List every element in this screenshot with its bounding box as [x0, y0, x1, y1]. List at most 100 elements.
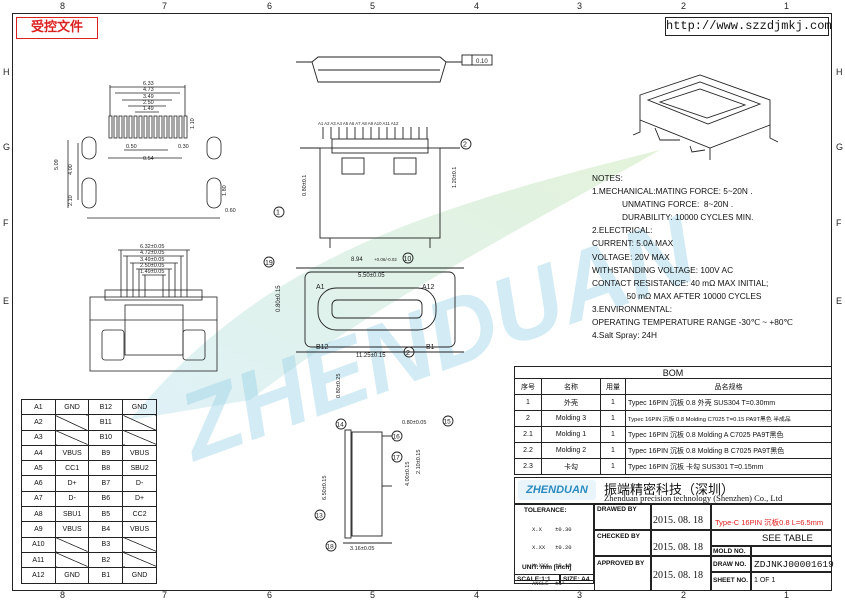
- balloon-10-label: 10: [404, 256, 412, 263]
- drawing-frame: [12, 13, 832, 591]
- pin-cell: D+: [122, 490, 157, 508]
- dim-4-72: 4.72±0.05: [140, 250, 164, 256]
- bom-cell: Typec 16PIN 沉板 0.8 外壳 SUS304 T=0.30mm: [625, 394, 832, 411]
- mating-face-view: [263, 252, 464, 358]
- pin-cell: B1: [88, 567, 124, 584]
- pin-cell: B2: [88, 551, 124, 569]
- notes-line: 2.ELECTRICAL:: [592, 225, 653, 236]
- dim-6-33: 6.33: [143, 81, 154, 87]
- drawn-date: 2015. 08. 18: [653, 515, 703, 526]
- approved-date: 2015. 08. 18: [653, 570, 703, 581]
- pin-cell: A9: [21, 521, 56, 538]
- pin-cell: A12: [21, 567, 56, 584]
- bom-cell: 1: [600, 426, 626, 443]
- footprint-pads: [108, 115, 188, 139]
- balloon-16: [391, 430, 403, 442]
- front-view-pins: [120, 250, 188, 297]
- pin-cell-empty: [54, 551, 90, 569]
- bom-cell: 2.1: [514, 426, 542, 443]
- bom-cell: 1: [600, 442, 626, 459]
- connector-front-view: [89, 249, 218, 372]
- notes-line: OPERATING TEMPERATURE RANGE -30℃ ~ +80℃: [592, 317, 793, 328]
- balloon-2-label: 2: [463, 142, 467, 149]
- pin-cell-empty: [122, 536, 157, 553]
- tolerance-label: TOLERANCE:: [524, 507, 567, 514]
- footprint-dims: 6.33 4.73 3.49 2.50 1.49 0.50 0.30 0.54 …: [54, 81, 236, 214]
- pin-cell: A11: [21, 551, 56, 569]
- pin-cell: B9: [88, 444, 124, 462]
- pin-cell: A4: [21, 444, 56, 462]
- bom-cell: Molding 1: [541, 426, 601, 443]
- pin-cell-empty: [122, 414, 157, 431]
- dim-0-54: 0.54: [143, 156, 154, 162]
- balloon-19-label: 19: [265, 260, 273, 267]
- bom-cell: Typec 16PIN 沉板 0.8 Molding C7025 T=0.15 …: [625, 410, 832, 427]
- notes-line: WITHSTANDING VOLTAGE: 100V AC: [592, 264, 734, 275]
- dim-2-10-b: 2.10±0.15: [416, 450, 422, 474]
- balloon-15-label: 15: [444, 419, 452, 426]
- pin-cell: B6: [88, 490, 124, 508]
- bom-header-row: 序号 名称 用量 品名规格: [514, 378, 832, 395]
- bom-cell: Typec 16PIN 沉板 0.8 Molding B C7025 PA9T黑…: [625, 442, 832, 459]
- pin-cell: GND: [122, 398, 157, 416]
- dim-5-09: 5.09: [54, 159, 60, 170]
- pin-cell: B7: [88, 475, 124, 492]
- balloon-13-label: 13: [316, 513, 324, 520]
- size-cell: [560, 574, 594, 584]
- pin-cell-empty: [54, 414, 90, 431]
- pin-cell: B5: [88, 506, 124, 523]
- notes-line: NOTES:: [592, 173, 623, 183]
- pin-cell: GND: [54, 398, 90, 416]
- dim-1-10: 1.10: [190, 118, 196, 129]
- pin-cell: D+: [54, 475, 90, 492]
- dim-3-16: 3.16±0.05: [350, 546, 374, 552]
- pin-a1-label: A1: [316, 284, 325, 291]
- dim-6-32: 6.32±0.05: [140, 244, 164, 250]
- company-url: http://www.szzdjmkj.com: [665, 17, 832, 36]
- balloon-2b: [403, 346, 415, 358]
- pin-cell: GND: [54, 567, 90, 584]
- balloon-13: [314, 509, 326, 521]
- bom-cell: Molding 2: [541, 442, 601, 459]
- pin-cell: VBUS: [54, 444, 90, 462]
- bom-cell: 2.3: [514, 458, 542, 475]
- balloon-18: [325, 540, 337, 552]
- dim-0-80: 0.80±0.15: [276, 285, 282, 312]
- pin-cell: VBUS: [122, 444, 157, 462]
- bom-cell: 1: [600, 458, 626, 475]
- mating-face-labels: 8.94 +0.06/-0.02 5.50±0.05 11.25±0.15 A1…: [265, 256, 435, 359]
- pin-cell-empty: [54, 536, 90, 553]
- notes-line: 3.ENVIRONMENTAL:: [592, 303, 673, 314]
- mold-no-label: MOLD NO.: [713, 548, 746, 555]
- bom-cell: Typec 16PIN 沉板 卡勾 SUS301 T=0.15mm: [625, 458, 832, 475]
- pin-cell: A7: [21, 490, 56, 508]
- pin-cell: VBUS: [122, 521, 157, 538]
- company-cell: [514, 477, 832, 504]
- isometric-view: [632, 74, 779, 160]
- sheet-no-label: SHEET NO.: [713, 577, 749, 584]
- pin-cell: A3: [21, 429, 56, 446]
- pin-cell-empty: [122, 551, 157, 569]
- company-logo: ZHENDUAN: [518, 480, 596, 500]
- company-name-en: Zhenduan precision technology (Shenzhen)…: [604, 493, 783, 503]
- pin-cell-empty: [122, 429, 157, 446]
- balloon-15: [442, 415, 454, 427]
- bom-cell: 卡勾: [541, 458, 601, 475]
- watermark-swoosh: [130, 150, 660, 420]
- pin-cell: B8: [88, 460, 124, 477]
- pin-cell: GND: [122, 567, 157, 584]
- balloon-16-label: 16: [393, 434, 401, 441]
- notes-line: UNMATING FORCE: 8~20N .: [592, 199, 734, 210]
- dim-0-80-c: 0.80±0.25: [336, 374, 342, 398]
- dim-2-50: 2.50: [143, 100, 154, 106]
- dim-4-73: 4.73: [143, 87, 154, 93]
- dim-2-10: 2.10: [68, 195, 74, 206]
- balloon-17: [391, 451, 403, 463]
- balloon-19: [263, 256, 275, 268]
